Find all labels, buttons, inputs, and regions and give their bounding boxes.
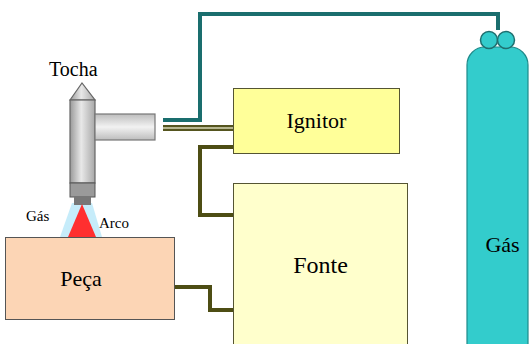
ignitor-box: Ignitor <box>233 88 400 154</box>
node-text: Fonte <box>234 252 407 280</box>
shield-gas <box>60 203 102 237</box>
connector-line <box>163 125 233 131</box>
nozzle-tip <box>74 197 91 205</box>
connector-core <box>163 127 233 129</box>
node-text: Gás <box>466 232 529 257</box>
node-text: Ignitor <box>287 108 347 133</box>
cylinder-valve <box>498 32 515 49</box>
arc-label: Arco <box>99 215 129 232</box>
torch-node: Tocha <box>45 56 163 200</box>
gas-cylinder: Gás <box>466 30 529 344</box>
connector-line <box>200 147 233 215</box>
torch-body <box>70 100 95 183</box>
cylinder-body <box>467 47 528 344</box>
node-text: Tocha <box>49 58 163 81</box>
connector <box>200 147 233 215</box>
connector <box>175 287 233 310</box>
workpiece-box: Peça <box>5 237 175 320</box>
torch-tip <box>70 83 95 100</box>
connector-line <box>175 287 233 310</box>
cylinder-valve <box>481 32 498 49</box>
welding-arc <box>68 204 96 237</box>
cylinder-shape <box>466 30 529 344</box>
power-source-box: Fonte <box>233 183 408 344</box>
torch-nozzle <box>70 183 95 197</box>
gas-label: Gás <box>26 208 49 225</box>
connector <box>163 128 233 129</box>
torch-handle <box>95 114 155 140</box>
node-text: Peça <box>60 266 102 291</box>
